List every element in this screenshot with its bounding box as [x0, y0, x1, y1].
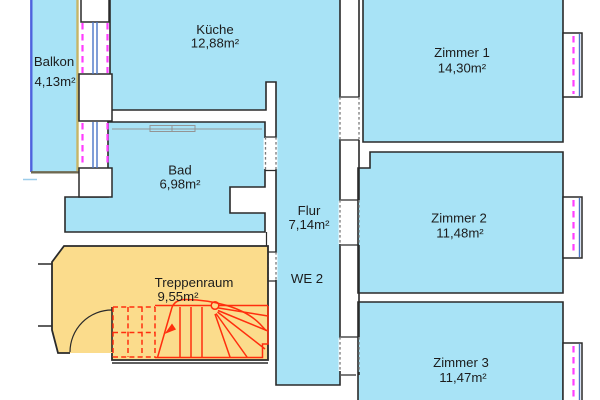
room-treppenraum-area: 9,55m²	[157, 289, 199, 304]
room-zimmer3-shape	[357, 301, 564, 400]
room-treppenraum: Treppenraum 9,55m²	[38, 245, 269, 364]
room-balkon-name: Balkon	[34, 54, 74, 69]
room-balkon-area: 4,13m²	[34, 74, 76, 89]
room-zimmer1-area: 14,30m²	[438, 61, 487, 76]
unit-label: WE 2	[291, 271, 323, 286]
room-zimmer2: Zimmer 2 11,48m²	[357, 151, 564, 294]
wall-blocks	[78, 0, 113, 198]
room-treppenraum-shape	[52, 246, 268, 360]
room-bad-area: 6,98m²	[159, 177, 201, 192]
room-zimmer3-area: 11,47m²	[439, 370, 487, 385]
bath-fixture-lines	[112, 125, 262, 132]
window-icon-kueche-bad	[81, 23, 109, 167]
room-zimmer3-name: Zimmer 3	[433, 355, 489, 370]
room-flur-area: 7,14m²	[288, 217, 330, 232]
treppenraum-outline	[51, 245, 269, 361]
room-zimmer2-name: Zimmer 2	[431, 211, 487, 226]
room-balkon: Balkon 4,13m²	[23, 0, 82, 181]
balcony-wall-strip	[78, 0, 113, 198]
interior-walls	[263, 0, 360, 376]
room-bad-name: Bad	[168, 163, 191, 178]
room-bad: Bad 6,98m²	[64, 121, 266, 233]
room-kueche-flur: Küche 12,88m² Flur 7,14m² WE 2	[109, 0, 341, 386]
room-zimmer3: Zimmer 3 11,47m²	[357, 301, 564, 400]
room-zimmer2-shape	[357, 151, 564, 294]
stairs-direction-arrow	[164, 323, 176, 334]
room-kueche-name: Küche	[196, 22, 233, 37]
stairs-walk-line	[156, 298, 267, 358]
wall-caps	[265, 96, 359, 376]
facade-windows-right	[562, 32, 583, 400]
stairs-newel-circle	[210, 300, 220, 311]
door-arc-icon	[69, 309, 113, 353]
stairs-upper-flight-dashed	[112, 306, 156, 358]
room-zimmer1-shape	[362, 0, 564, 143]
room-flur-name: Flur	[298, 203, 321, 218]
window-glass-lines	[92, 22, 98, 168]
room-zimmer1-name: Zimmer 1	[434, 45, 490, 60]
wall-ticks	[38, 263, 268, 364]
stairs-icon	[112, 298, 269, 359]
door-opening-icon	[264, 97, 360, 372]
room-zimmer2-area: 11,48m²	[436, 226, 484, 241]
room-treppenraum-name: Treppenraum	[155, 275, 234, 290]
room-balkon-shape	[31, 0, 77, 172]
room-kueche-area: 12,88m²	[191, 36, 240, 51]
room-zimmer1: Zimmer 1 14,30m²	[362, 0, 564, 143]
